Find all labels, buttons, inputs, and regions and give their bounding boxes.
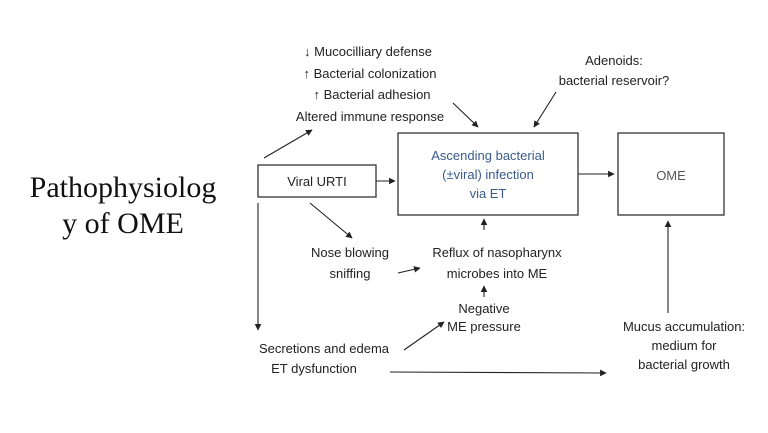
ome-box [617,132,725,216]
viral-urti-label: Viral URTI [287,174,346,189]
nose-blowing-line1: Nose blowing [311,245,389,260]
adenoids-line1: Adenoids: [585,53,643,68]
mucus-line3: bacterial growth [638,357,730,372]
risk-factor-list: ↓ Mucocilliary defense ↑ Bacterial colon… [296,44,444,124]
side-title-line1: Pathophysiolog [29,171,217,204]
ascending-line2: (±viral) infection [442,167,534,182]
mucus-line1: Mucus accumulation: [623,319,745,334]
negative-pressure-line1: Negative [458,301,509,316]
nose-blowing-line2: sniffing [330,266,371,281]
risk-factor-colonization: ↑ Bacterial colonization [304,66,437,81]
arrow-risk-to-infection [452,102,479,128]
adenoids-label: Adenoids: bacterial reservoir? [559,53,670,88]
ascending-line3: via ET [470,186,507,201]
ascending-line1: Ascending bacterial [431,148,545,163]
viral-urti-box [257,164,377,198]
risk-factor-mucociliary: ↓ Mucocilliary defense [304,44,432,59]
arrow-urti-to-nose-blowing [309,202,353,239]
mucus-line2: medium for [651,338,717,353]
arrow-secretions-to-mucus [389,369,607,377]
side-title-line2: y of OME [62,207,184,240]
arrow-adenoids-to-infection [533,91,557,128]
risk-factor-adhesion: ↑ Bacterial adhesion [313,87,430,102]
secretions-line1: Secretions and edema [259,341,390,356]
ome-label: OME [656,168,686,183]
risk-factor-immune: Altered immune response [296,109,444,124]
side-title: Pathophysiolog y of OME [8,170,238,242]
arrow-secretions-to-pressure [403,321,445,351]
arrow-nose-to-reflux [397,266,421,274]
adenoids-line2: bacterial reservoir? [559,73,670,88]
arrow-urti-to-risk [263,129,313,159]
reflux-line2: microbes into ME [447,266,548,281]
negative-pressure-line2: ME pressure [447,319,521,334]
reflux-line1: Reflux of nasopharynx [432,245,562,260]
secretions-line2: ET dysfunction [271,361,357,376]
